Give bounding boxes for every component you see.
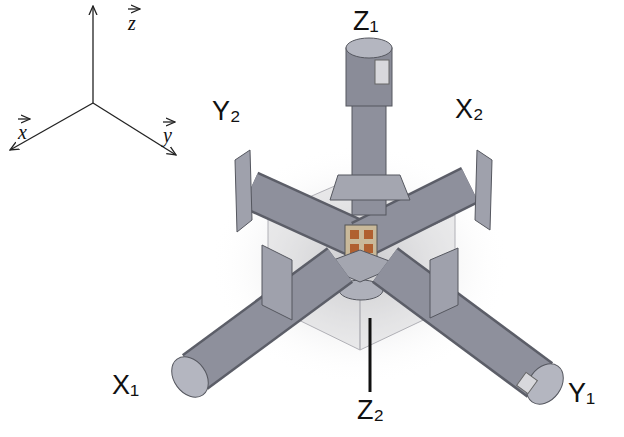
axis-label: x: [18, 122, 27, 142]
port-label: Y₂: [212, 98, 241, 125]
port-label: Z₂: [357, 397, 384, 424]
port-label: X₁: [112, 372, 139, 399]
axis-label: y: [163, 125, 172, 145]
port-label: X₂: [455, 96, 484, 123]
port-label: Y₁: [568, 380, 595, 407]
tube-z: [330, 38, 410, 215]
axes: [10, 6, 176, 155]
axis-label: z: [128, 13, 136, 33]
leader-line: [369, 318, 372, 392]
tubes-front: [164, 245, 571, 411]
port-label: Z₁: [353, 8, 379, 35]
